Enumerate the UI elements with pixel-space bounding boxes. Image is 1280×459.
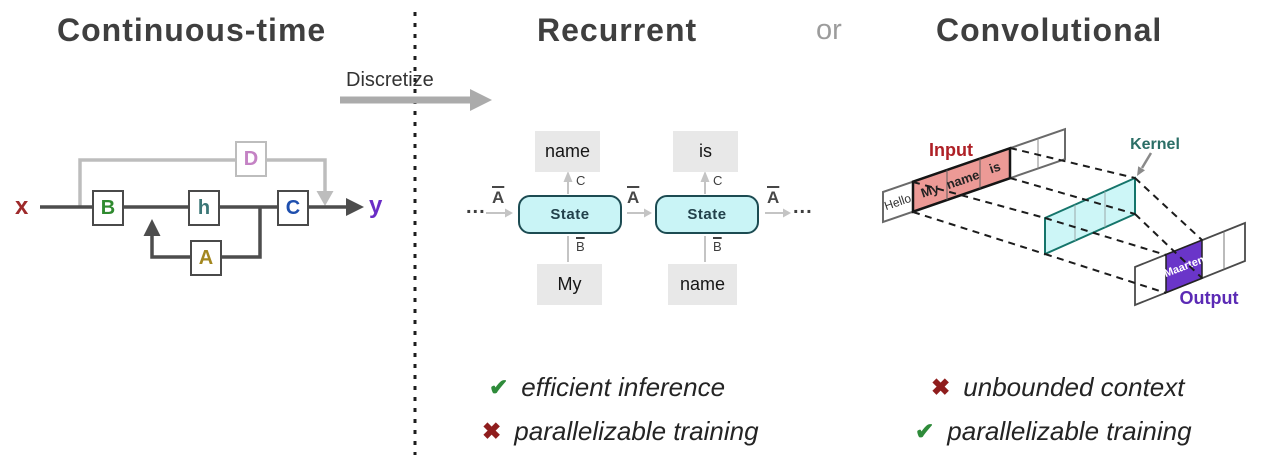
kernel-strip: Kernel xyxy=(1044,136,1180,256)
c-arrowhead-icon xyxy=(563,171,573,182)
input-cell-my: My xyxy=(919,180,942,200)
kernel-pointer-line xyxy=(1140,152,1153,169)
title-or: or xyxy=(816,14,842,46)
check-icon: ✔ xyxy=(489,374,509,400)
ellipsis-left: ... xyxy=(466,196,486,218)
input-label: Input xyxy=(929,140,973,160)
matrix-c-box: C xyxy=(277,190,309,226)
check-icon: ✔ xyxy=(915,418,935,444)
note-parallelizable-training-convolutional: ✔ parallelizable training xyxy=(915,416,1192,447)
c-matrix-label-2: C xyxy=(713,173,723,188)
note-efficient-inference: ✔ efficient inference xyxy=(489,372,725,403)
b-bar-label-2: B xyxy=(713,239,722,254)
abar-arrowhead-icon xyxy=(505,208,513,218)
b-bar-label-1: B xyxy=(576,239,585,254)
kernel-arrowhead-icon xyxy=(1137,166,1145,176)
state-box-2: State xyxy=(655,195,759,234)
feedback-arrowhead-icon xyxy=(143,219,161,236)
note-text: parallelizable training xyxy=(947,416,1192,446)
ellipsis-right: ... xyxy=(793,196,813,218)
matrix-d-box: D xyxy=(235,141,267,177)
recurrent-diagram-arrows xyxy=(486,171,791,262)
a-bar-label-middle: A xyxy=(627,188,640,207)
output-strip: Maarten Output xyxy=(1134,221,1246,308)
note-unbounded-context: ✖ unbounded context xyxy=(931,372,1184,403)
state-h-box: h xyxy=(188,190,220,226)
c-matrix-label-1: C xyxy=(576,173,586,188)
discretize-label: Discretize xyxy=(346,69,434,91)
title-convolutional: Convolutional xyxy=(936,12,1163,48)
input-strip: Hello My name is Input xyxy=(882,127,1066,224)
skip-arrowhead-icon xyxy=(316,191,334,206)
note-text: efficient inference xyxy=(521,372,726,402)
discretize-arrow xyxy=(340,89,492,111)
note-text: parallelizable training xyxy=(514,416,759,446)
projection-dashed-lines xyxy=(912,147,1203,294)
matrix-b-box: B xyxy=(92,190,124,226)
cross-icon: ✖ xyxy=(482,418,502,444)
word-box-my-bottom: My xyxy=(537,264,602,305)
skip-connection-line xyxy=(78,158,327,207)
convolutional-diagram: Hello My name is Input Kernel Maarte xyxy=(882,127,1246,308)
output-label: Output xyxy=(1180,288,1239,308)
c-arrowhead-icon xyxy=(700,171,710,182)
abar-arrowhead-icon xyxy=(783,208,791,218)
title-continuous-time: Continuous-time xyxy=(57,12,327,48)
abar-arrowhead-icon xyxy=(644,208,652,218)
kernel-label: Kernel xyxy=(1130,136,1180,153)
title-recurrent: Recurrent xyxy=(537,12,698,48)
word-box-name-top: name xyxy=(535,131,600,172)
a-bar-label-right: A xyxy=(767,188,780,207)
matrix-a-box: A xyxy=(190,240,222,276)
a-bar-label-left: A xyxy=(492,188,505,207)
discretize-arrowhead-icon xyxy=(470,89,492,111)
word-box-name-bottom: name xyxy=(668,264,737,305)
state-box-1: State xyxy=(518,195,622,234)
input-cell-is: is xyxy=(987,159,1002,177)
note-text: unbounded context xyxy=(963,372,1185,402)
word-box-is-top: is xyxy=(673,131,738,172)
cross-icon: ✖ xyxy=(931,374,951,400)
output-arrowhead-icon xyxy=(346,198,364,216)
note-parallelizable-training-recurrent: ✖ parallelizable training xyxy=(482,416,759,447)
input-x-label: x xyxy=(15,193,29,220)
output-y-label: y xyxy=(369,192,383,219)
